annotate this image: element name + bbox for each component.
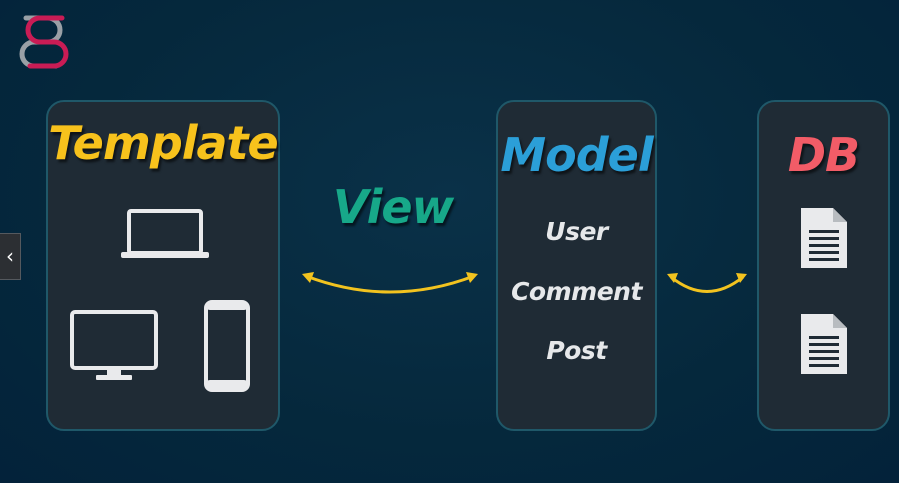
brand-logo xyxy=(19,15,69,69)
laptop-icon xyxy=(121,209,209,258)
smartphone-icon xyxy=(204,300,250,392)
db-title: DB xyxy=(787,128,860,182)
document-icon xyxy=(801,314,847,374)
template-model-arrow xyxy=(302,272,478,294)
template-panel: Template xyxy=(46,100,280,431)
document-icon xyxy=(801,208,847,268)
prev-slide-button[interactable]: ‹ xyxy=(0,233,21,280)
template-title: Template xyxy=(48,116,279,170)
monitor-icon xyxy=(70,310,158,380)
model-db-arrow xyxy=(667,273,747,293)
model-item-comment: Comment xyxy=(511,277,642,306)
view-label: View xyxy=(332,180,454,234)
model-item-user: User xyxy=(545,217,608,246)
db-panel: DB xyxy=(757,100,890,431)
chevron-left-icon: ‹ xyxy=(6,244,14,268)
model-title: Model xyxy=(500,128,653,182)
model-item-post: Post xyxy=(546,336,607,365)
model-panel: Model User Comment Post xyxy=(496,100,657,431)
